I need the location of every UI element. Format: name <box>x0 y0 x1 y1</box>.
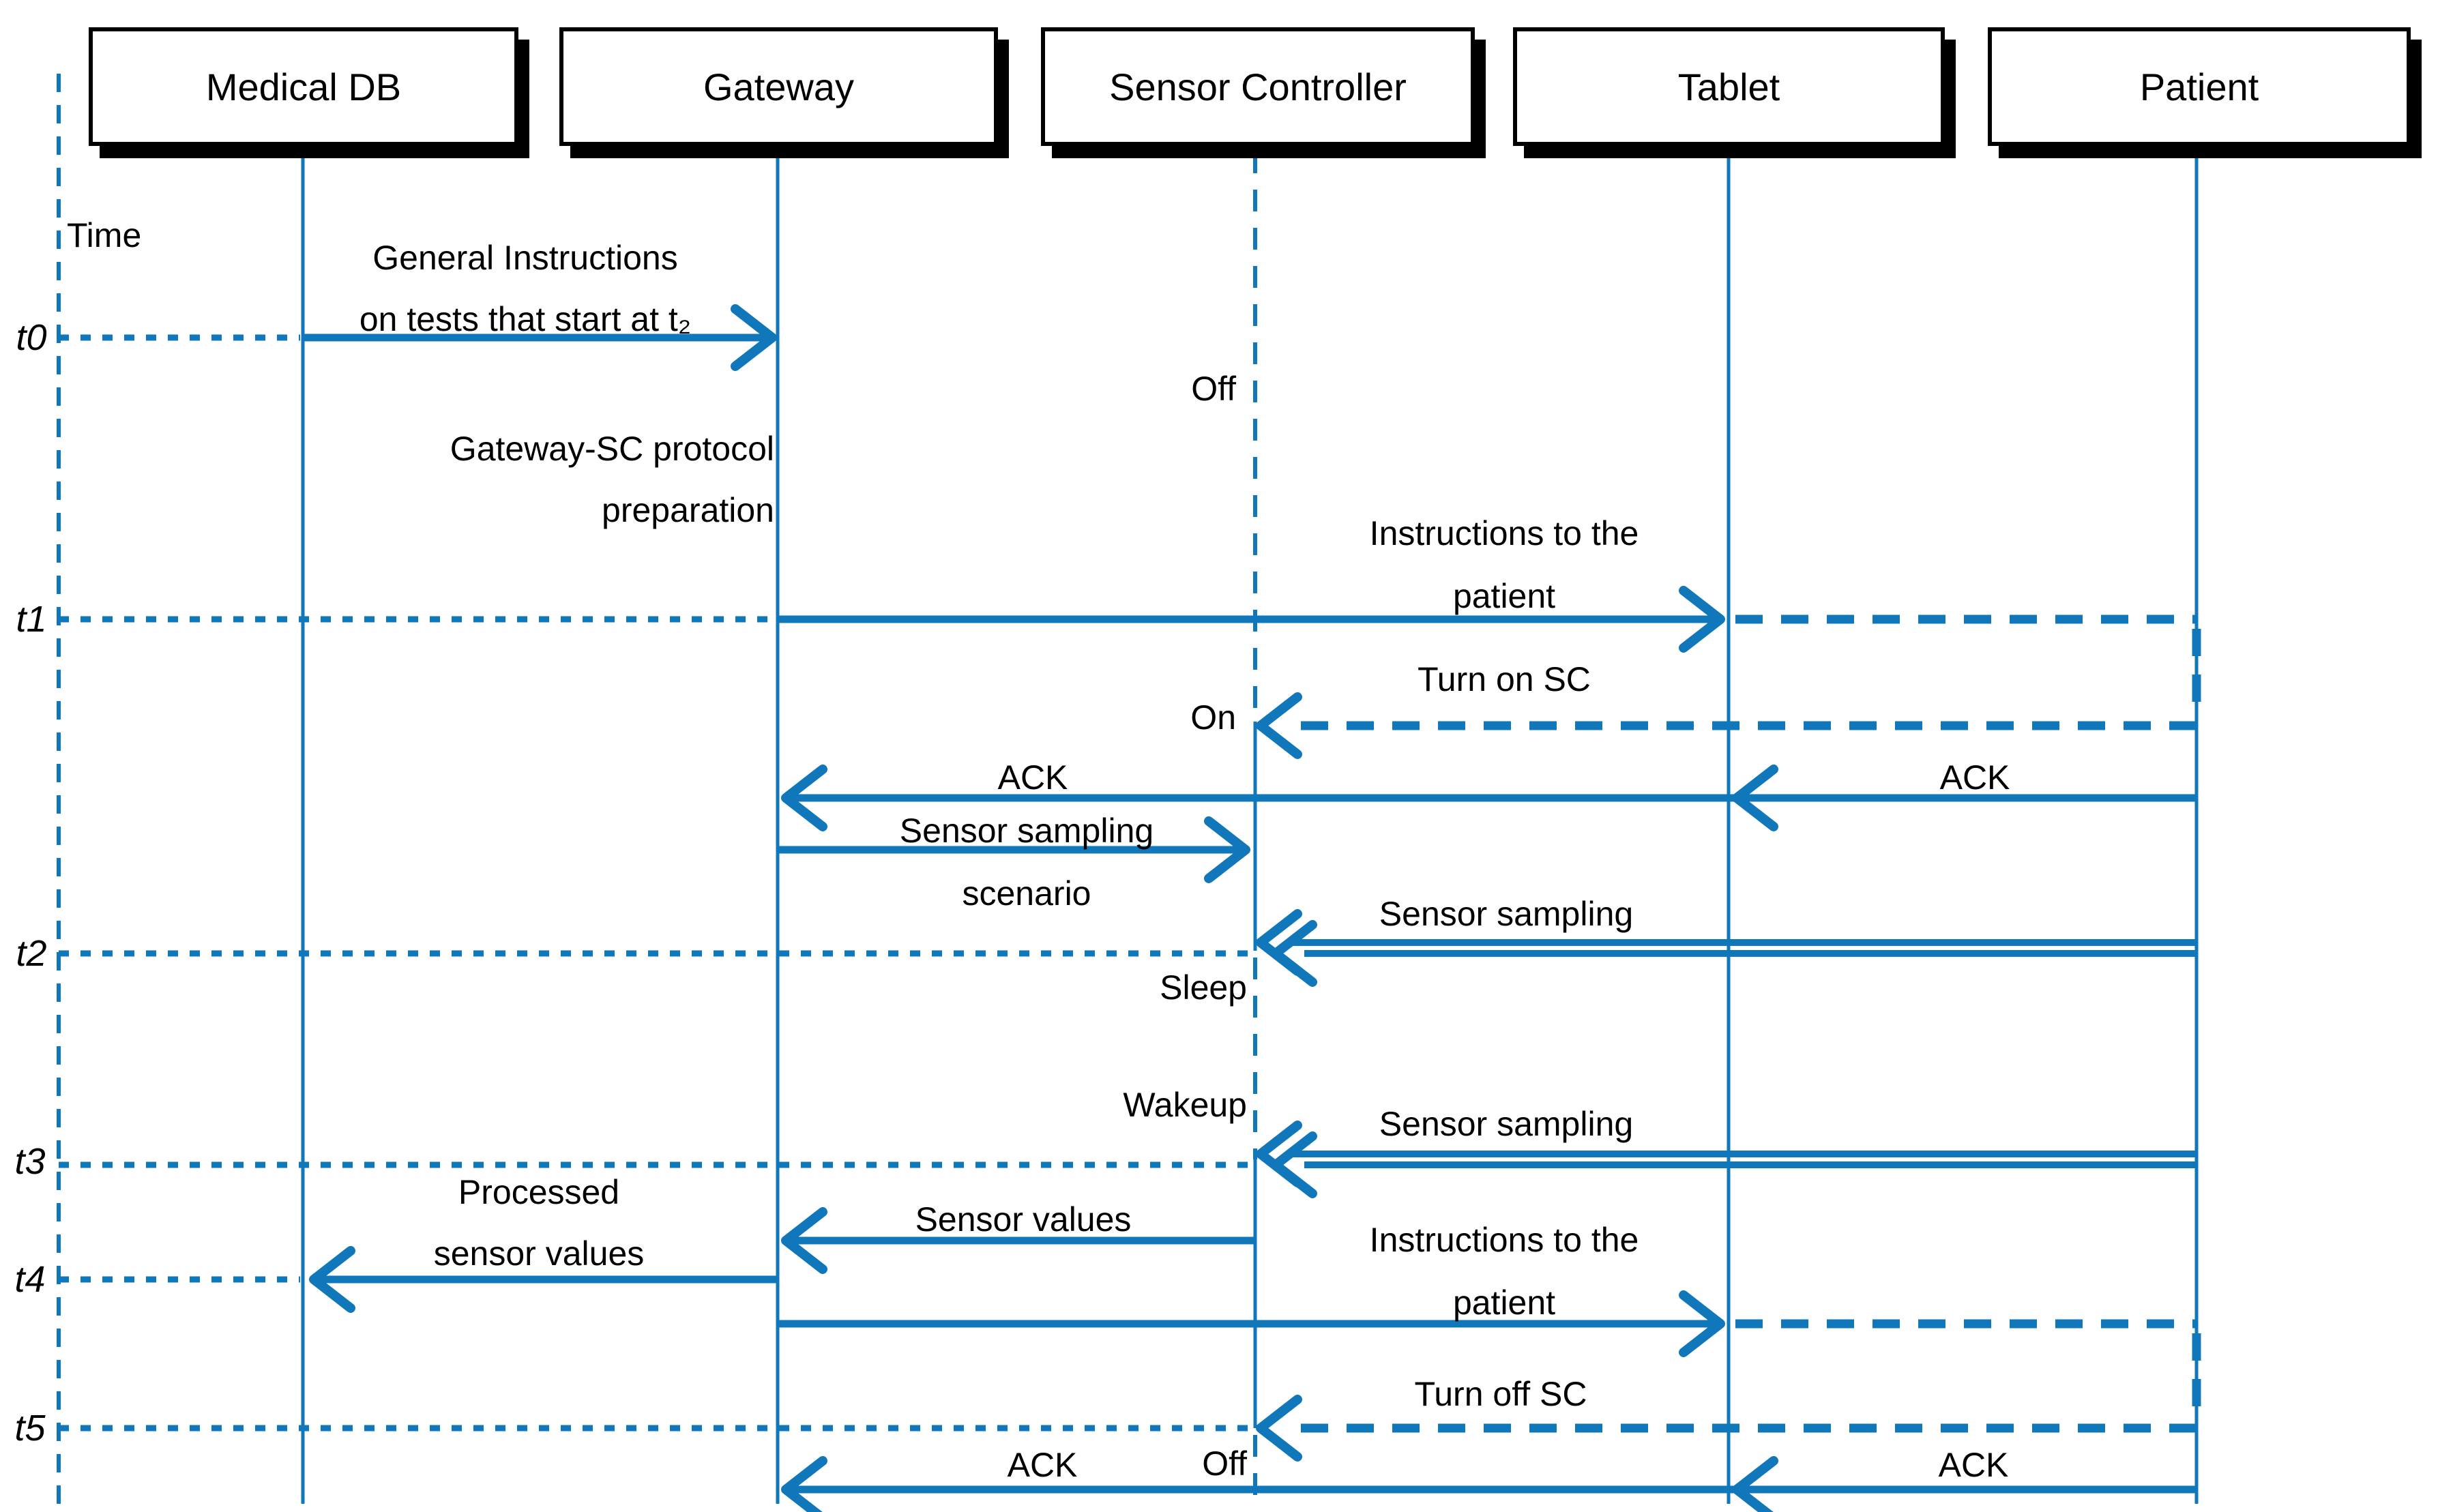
msg-ack-2-left-label: ACK <box>1007 1446 1078 1484</box>
msg-sensor-values-label: Sensor values <box>915 1200 1132 1239</box>
msg-sampling-scenario-2-label: scenario <box>962 874 1091 913</box>
head-instr-patient-1-arrowhead-icon <box>1679 586 1725 653</box>
head-ack-2-gateway-arrowhead-icon <box>781 1456 827 1512</box>
msg-sensor-sampling-t3-label: Sensor sampling <box>1379 1105 1634 1143</box>
head-instr-patient-2-arrowhead-icon <box>1679 1290 1725 1357</box>
msg-instructions-patient-1a-label: Instructions to the <box>1369 514 1639 552</box>
msg-turn-off-sc-label: Turn off SC <box>1414 1375 1587 1413</box>
actor-box-gateway: Gateway <box>559 27 998 146</box>
state-sc-on-label: On <box>1190 698 1236 737</box>
time-tick-t4: t4 <box>14 1259 46 1300</box>
head-general-instr-arrowhead-icon <box>731 304 777 371</box>
head-sampling-scenario-arrowhead-icon <box>1204 816 1250 883</box>
time-axis-label: Time <box>67 216 142 254</box>
note-gateway-sc-protocol-1-label: Gateway-SC protocol <box>450 430 774 468</box>
msg-turn-on-sc-label: Turn on SC <box>1418 660 1591 698</box>
time-tick-t3: t3 <box>14 1141 46 1182</box>
head-ack-1-tablet-arrowhead-icon <box>1732 765 1778 831</box>
head-turn-on-sc-arrowhead-icon <box>1256 692 1302 759</box>
msg-ack-2-right-label: ACK <box>1938 1446 2009 1484</box>
actor-label-sensor-controller: Sensor Controller <box>1109 65 1407 108</box>
actor-label-gateway: Gateway <box>703 65 854 108</box>
time-tick-t2: t2 <box>16 933 47 974</box>
head-ack-1-gateway-arrowhead-icon <box>781 765 827 831</box>
msg-sampling-scenario-1-label: Sensor sampling <box>899 812 1154 850</box>
time-tick-t5: t5 <box>14 1408 46 1449</box>
actor-box-patient: Patient <box>1988 27 2411 146</box>
msg-processed-values-2-label: sensor values <box>433 1234 645 1273</box>
msg-processed-values-1-label: Processed <box>458 1173 620 1211</box>
head-sensor-values-arrowhead-icon <box>781 1207 827 1274</box>
state-sc-off-bottom-label: Off <box>1202 1444 1247 1483</box>
msg-ack-1-left-label: ACK <box>997 758 1068 797</box>
actor-box-sensor-controller: Sensor Controller <box>1041 27 1475 146</box>
actor-label-tablet: Tablet <box>1677 65 1780 108</box>
head-sampling-t2-b-arrowhead-icon <box>1271 920 1317 987</box>
actor-box-medical-db: Medical DB <box>89 27 518 146</box>
state-sc-wakeup-label: Wakeup <box>1123 1086 1247 1124</box>
msg-sensor-sampling-t2-label: Sensor sampling <box>1379 895 1634 933</box>
time-tick-t1: t1 <box>16 599 47 640</box>
msg-ack-1-right-label: ACK <box>1939 758 2010 797</box>
head-sampling-t3-b-arrowhead-icon <box>1271 1131 1317 1198</box>
msg-general-instructions-2-label: on tests that start at t₂ <box>359 300 692 338</box>
actor-box-tablet: Tablet <box>1513 27 1945 146</box>
head-processed-values-arrowhead-icon <box>309 1246 355 1313</box>
msg-general-instructions-1-label: General Instructions <box>372 239 678 277</box>
note-gateway-sc-protocol-2-label: preparation <box>602 491 774 529</box>
head-ack-2-tablet-arrowhead-icon <box>1732 1456 1778 1512</box>
msg-instructions-patient-2a-label: Instructions to the <box>1369 1221 1639 1259</box>
actor-label-medical-db: Medical DB <box>205 65 402 108</box>
msg-instructions-patient-2b-label: patient <box>1452 1284 1556 1322</box>
head-turn-off-sc-arrowhead-icon <box>1256 1395 1302 1462</box>
actor-label-patient: Patient <box>2139 65 2259 108</box>
time-tick-t0: t0 <box>16 317 47 358</box>
state-sc-off-top-label: Off <box>1191 370 1236 408</box>
msg-instructions-patient-1b-label: patient <box>1452 577 1556 615</box>
state-sc-sleep-label: Sleep <box>1160 968 1247 1007</box>
